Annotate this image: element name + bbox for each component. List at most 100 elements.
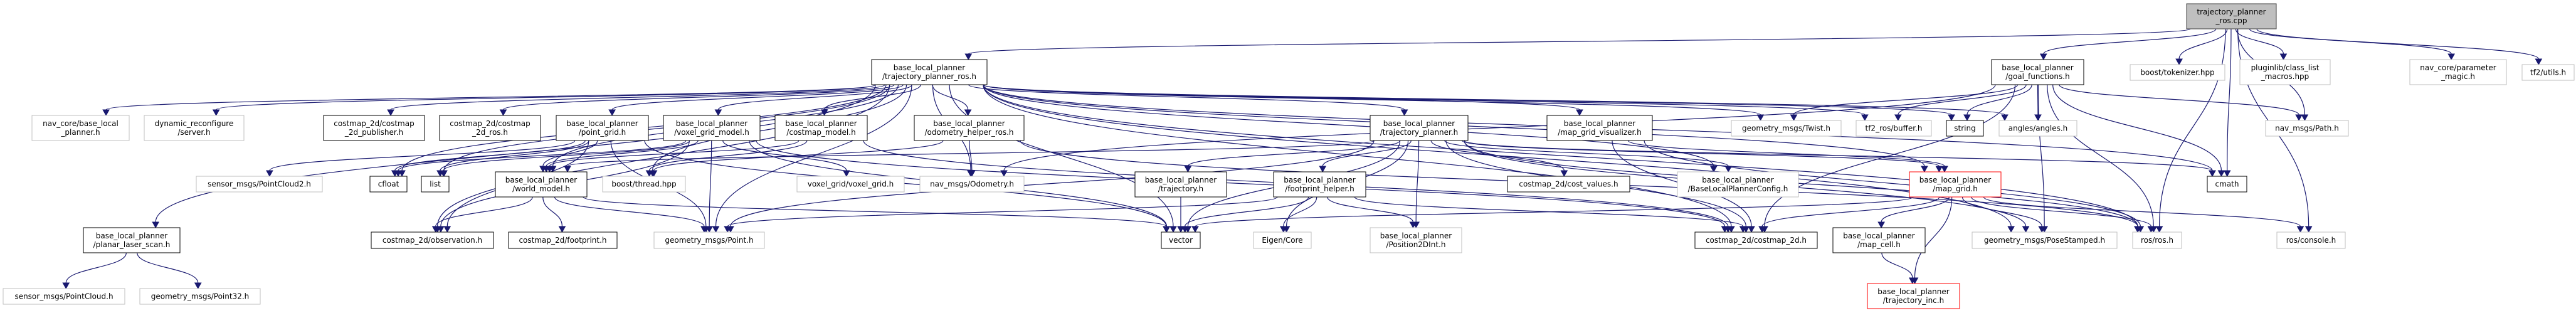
node-box (774, 115, 868, 141)
arrowhead-icon (1319, 166, 1327, 173)
edge-tpros-to-ros (983, 84, 2138, 227)
node-label: geometry_msgs/Point32.h (151, 292, 250, 301)
node-box (2132, 231, 2182, 249)
edge-mapgrid-to-vector (1195, 196, 1914, 227)
node-list[interactable]: list (421, 176, 450, 193)
node-dynreconf[interactable]: dynamic_reconfigure/server.h (144, 115, 245, 141)
node-box (2186, 3, 2277, 29)
node-voxelgrid[interactable]: voxel_grid/voxel_grid.h (796, 176, 905, 193)
arrowhead-icon (2175, 58, 2183, 66)
arrowhead-icon (1191, 226, 1199, 233)
node-posestamped[interactable]: geometry_msgs/PoseStamped.h (1972, 231, 2118, 249)
node-footprint[interactable]: costmap_2d/footprint.h (508, 231, 618, 249)
node-label: string (1954, 124, 1975, 133)
node-mapcell[interactable]: base_local_planner/map_cell.h (1832, 227, 1926, 253)
node-cmros[interactable]: costmap_2d/costmap_2d_ros.h (439, 115, 541, 141)
node-odomhelper[interactable]: base_local_planner/odometry_helper_ros.h (914, 115, 1025, 141)
node-cmath[interactable]: cmath (2207, 176, 2247, 193)
node-point32[interactable]: geometry_msgs/Point32.h (139, 288, 261, 305)
node-box (139, 288, 261, 305)
node-point[interactable]: geometry_msgs/Point.h (653, 231, 765, 249)
edge-odomhelper-to-boostthread (653, 140, 944, 171)
arrowhead-icon (1935, 166, 1943, 173)
node-pc2[interactable]: sensor_msgs/PointCloud2.h (196, 176, 323, 193)
node-trajinc[interactable]: base_local_planner/trajectory_inc.h (1867, 283, 1960, 309)
node-planarscan[interactable]: base_local_planner/planar_laser_scan.h (83, 227, 181, 253)
node-box (1253, 231, 1312, 249)
edge-voxelmodel-to-point (709, 140, 712, 227)
arrowhead-icon (724, 226, 732, 233)
node-costvalues[interactable]: costmap_2d/cost_values.h (1507, 176, 1630, 193)
node-box (556, 115, 649, 141)
node-goalf[interactable]: base_local_planner/goal_functions.h (1991, 59, 2084, 85)
node-console[interactable]: ros/console.h (2276, 231, 2346, 249)
node-tpros[interactable]: base_local_planner/trajectory_planner_ro… (871, 59, 988, 85)
edge-goalf-to-ros (2047, 84, 2154, 227)
edge-voxelmodel-to-voxelgrid (722, 140, 847, 171)
edge-cpp-to-tokenizer (2178, 28, 2228, 60)
arrowhead-icon (2296, 226, 2304, 233)
node-box (796, 176, 905, 193)
arrowhead-icon (1724, 166, 1733, 173)
node-cmmodel[interactable]: base_local_planner/costmap_model.h (774, 115, 868, 141)
edge-tplanner-to-pos2d (1415, 140, 1420, 223)
node-pluginlib[interactable]: pluginlib/class_list_macros.hpp (2239, 59, 2331, 85)
edge-tpros-to-string (983, 84, 1952, 115)
node-label: costmap_2d/costmap_2d.h (1706, 236, 1807, 245)
node-pointgrid[interactable]: base_local_planner/point_grid.h (556, 115, 649, 141)
arrowhead-icon (2447, 53, 2456, 61)
arrowhead-icon (2022, 226, 2030, 233)
edge-tpros-to-vector (949, 84, 1174, 227)
node-blpconfig[interactable]: base_local_planner/BaseLocalPlannerConfi… (1677, 171, 1799, 198)
node-tf2buffer[interactable]: tf2_ros/buffer.h (1855, 120, 1932, 137)
node-pos2d[interactable]: base_local_planner/Position2DInt.h (1370, 227, 1462, 253)
node-box (323, 115, 425, 141)
node-worldmodel[interactable]: base_local_planner/world_model.h (495, 171, 588, 198)
edge-pointgrid-to-cfloat (394, 140, 586, 171)
node-trajectory[interactable]: base_local_planner/trajectory.h (1134, 171, 1227, 198)
node-mapgrid[interactable]: base_local_planner/map_grid.h (1909, 171, 2002, 198)
node-cmpub[interactable]: costmap_2d/costmap_2d_publisher.h (323, 115, 425, 141)
edge-tpros-to-odomhelper (932, 84, 969, 110)
node-label: /footprint_helper.h (1285, 184, 1354, 193)
arrowhead-icon (1181, 226, 1189, 233)
node-tf2utils[interactable]: tf2/utils.h (2521, 64, 2575, 81)
node-box (439, 115, 541, 141)
edge-goalf-to-string (1966, 84, 2032, 115)
edge-mapgrid-to-costmap2d (1761, 196, 1940, 227)
node-label: _2d_ros.h (472, 128, 508, 137)
node-odom[interactable]: nav_msgs/Odometry.h (919, 176, 1025, 193)
node-twist[interactable]: geometry_msgs/Twist.h (1731, 120, 1842, 137)
node-mgviz[interactable]: base_local_planner/map_grid_visualizer.h (1546, 115, 1653, 141)
arrowhead-icon (1576, 109, 1583, 117)
arrowhead-icon (2279, 53, 2288, 61)
node-voxelmodel[interactable]: base_local_planner/voxel_grid_model.h (663, 115, 761, 141)
node-observation[interactable]: costmap_2d/observation.h (371, 231, 494, 249)
node-parammagic[interactable]: nav_core/parameter_magic.h (2409, 59, 2507, 85)
node-vector[interactable]: vector (1161, 231, 1201, 249)
node-cfloat[interactable]: cfloat (369, 176, 408, 193)
node-pointcloud[interactable]: sensor_msgs/PointCloud.h (3, 288, 125, 305)
node-ros[interactable]: ros/ros.h (2132, 231, 2182, 249)
node-eigen[interactable]: Eigen/Core (1253, 231, 1312, 249)
node-label: /BaseLocalPlannerConfig.h (1688, 184, 1788, 193)
node-tokenizer[interactable]: boost/tokenizer.hpp (2130, 64, 2225, 81)
arrowhead-icon (1560, 170, 1568, 178)
node-navcore[interactable]: nav_core/base_local_planner.h (31, 115, 130, 141)
node-tplanner[interactable]: base_local_planner/trajectory_planner.h (1370, 115, 1469, 141)
arrowhead-icon (431, 226, 440, 233)
arrowhead-icon (2304, 226, 2313, 233)
node-label: /server.h (177, 128, 210, 137)
node-label: base_local_planner (1919, 176, 1991, 184)
arrowhead-icon (1758, 226, 1766, 233)
node-navpath[interactable]: nav_msgs/Path.h (2265, 120, 2349, 137)
edge-cpp-to-goalf (2043, 28, 2217, 55)
node-fphelper[interactable]: base_local_planner/footprint_helper.h (1273, 171, 1366, 198)
node-angles[interactable]: angles/angles.h (1998, 120, 2077, 137)
node-string[interactable]: string (1946, 120, 1984, 137)
node-box (1694, 231, 1818, 249)
node-boostthread[interactable]: boost/thread.hpp (602, 176, 686, 193)
node-costmap2d[interactable]: costmap_2d/costmap_2d.h (1694, 231, 1818, 249)
edge-tpros-to-point (715, 84, 912, 227)
edge-tplanner-to-worldmodel (567, 140, 1375, 167)
